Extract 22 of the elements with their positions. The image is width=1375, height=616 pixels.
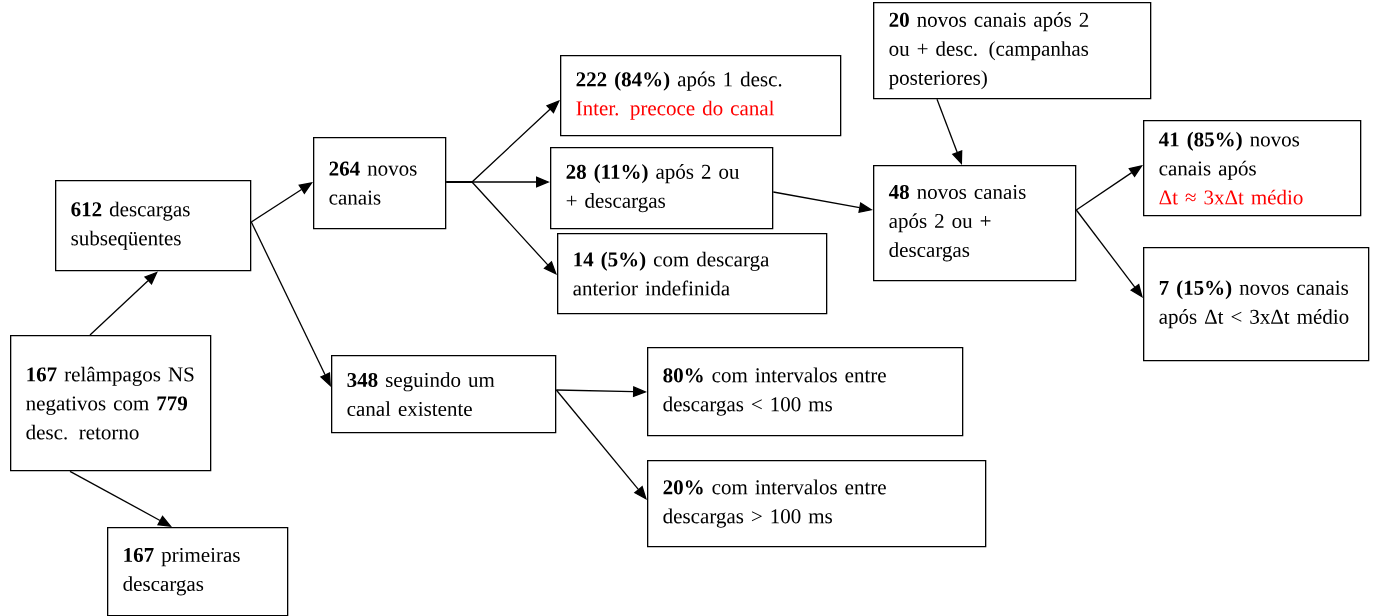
arrow (250, 182, 313, 223)
text-box: 28 (11%) após 2 ou + descargas (550, 147, 774, 230)
text-box: 167 primeiras descargas (107, 527, 289, 616)
text-box: 612 descargas subseqüentes (55, 180, 252, 272)
text-box: 20% com intervalos entre descargas > 100 ms (647, 460, 987, 548)
text-box: 80% com intervalos entre descargas < 100 ms (647, 347, 964, 437)
text-box: 7 (15%) novos canais após Δt < 3xΔt médio (1143, 247, 1370, 362)
text-box: 348 seguindo um canal existente (331, 355, 557, 434)
arrow (69, 470, 172, 527)
arrow (89, 271, 158, 336)
text-box: 48 novos canais após 2 ou + descargas (873, 165, 1077, 282)
arrow (445, 181, 557, 275)
arrow (1075, 209, 1143, 298)
arrow (1075, 165, 1143, 211)
text-box: 20 novos canais após 2 ou + desc. (campanhas posteriores) (873, 2, 1152, 100)
text-box: 222 (84%) após 1 desc. Inter. precoce do canal (560, 55, 842, 137)
text-box: 167 relâmpagos NS negativos com 779 desc. retorno (10, 335, 212, 472)
arrow (250, 221, 331, 387)
text-box: 14 (5%) com descarga anterior indefinida (557, 233, 828, 315)
text-box: 264 novos canais (313, 137, 447, 230)
arrow (555, 389, 647, 500)
text-box: 41 (85%) novos canais após Δt ≈ 3xΔt médio (1143, 120, 1362, 217)
